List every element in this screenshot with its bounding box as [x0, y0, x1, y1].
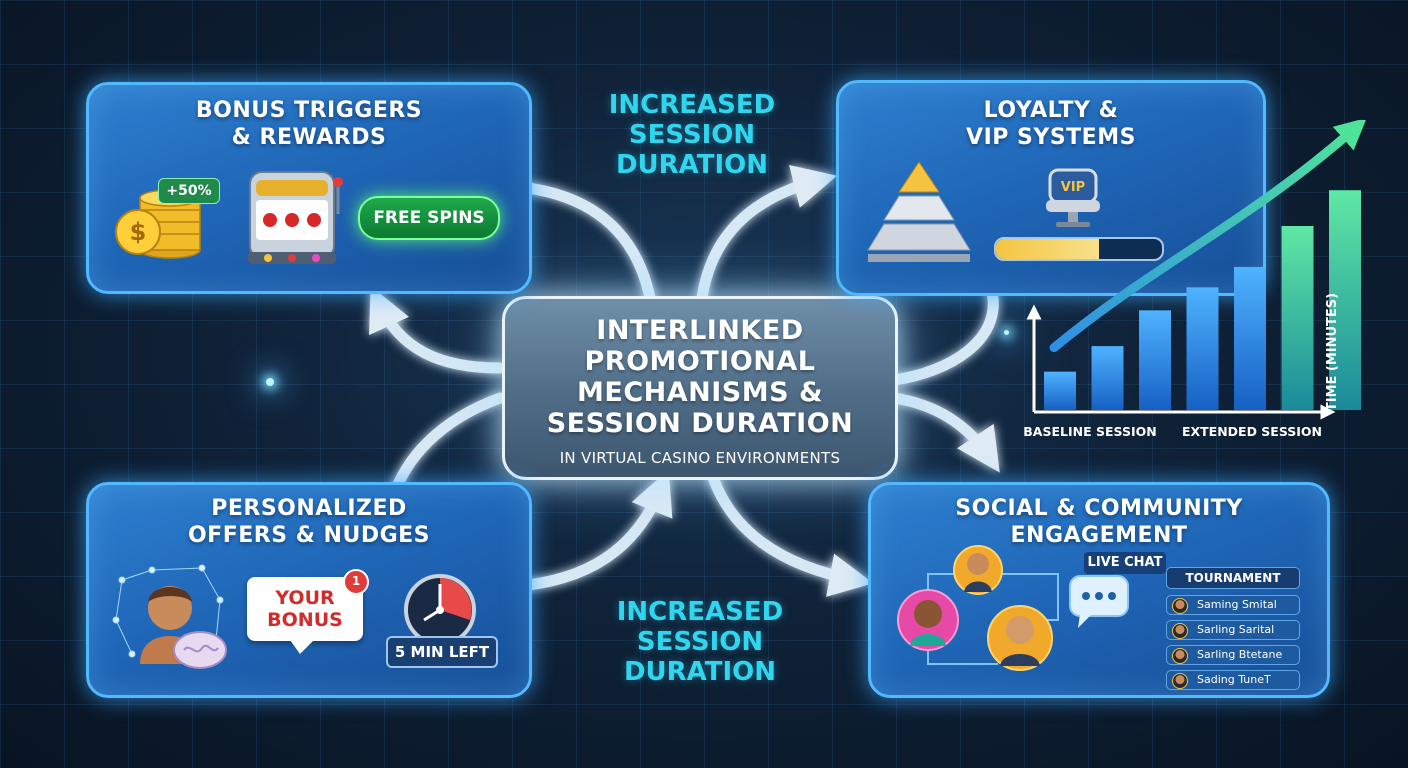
panel-title: PERSONALIZED OFFERS & NUDGES: [187, 496, 431, 548]
tournament-title: TOURNAMENT: [1166, 567, 1300, 589]
center-title-box: INTERLINKED PROMOTIONAL MECHANISMS & SES…: [502, 296, 898, 480]
flow-arrow: [706, 468, 874, 597]
center-title-line: SESSION DURATION: [546, 408, 854, 439]
flow-arrow: [888, 286, 999, 386]
pyramid-icon: [867, 161, 971, 262]
flow-arrow: [522, 182, 656, 304]
vip-label: VIP: [1061, 180, 1085, 195]
center-subtitle: IN VIRTUAL CASINO ENVIRONMENTS: [559, 449, 841, 467]
x-label-baseline: BASELINE SESSION: [1023, 424, 1156, 439]
tournament-board: TOURNAMENT Saming Smital Sarling Sarital…: [1166, 567, 1300, 690]
speech-tail-icon: [290, 640, 314, 654]
session-duration-chart: TIME (MINUTES) BASELINE SESSION EXTENDED…: [1023, 120, 1367, 439]
chart-bar: [1044, 371, 1076, 410]
svg-text:$: $: [130, 218, 147, 246]
community-avatars-icon: [897, 545, 1059, 671]
avatar: [1172, 648, 1188, 664]
y-axis-label: TIME (MINUTES): [1325, 293, 1340, 411]
tournament-row: Sarling Btetane: [1166, 645, 1300, 665]
trend-arrow: [1049, 120, 1367, 353]
bonus-percent-tag: +50%: [158, 178, 220, 204]
stopwatch-icon: [404, 574, 476, 646]
chat-bubble-icon: [1069, 575, 1129, 628]
tournament-row: Sading TuneT: [1166, 670, 1300, 690]
panel-title: SOCIAL & COMMUNITY ENGAGEMENT: [955, 496, 1243, 548]
vip-progress-bar: [994, 237, 1164, 261]
center-title-line: PROMOTIONAL: [584, 346, 816, 377]
chart-bar: [1186, 287, 1219, 410]
flow-arrow: [522, 469, 673, 591]
chart-bar: [1281, 226, 1314, 410]
flow-arrow: [369, 286, 506, 374]
chart-bar: [1329, 190, 1361, 410]
flow-arrow: [888, 392, 1000, 473]
live-chat-label: LIVE CHAT: [1084, 552, 1166, 574]
center-title-line: INTERLINKED: [596, 315, 804, 346]
flow-label-top: INCREASED SESSION DURATION: [608, 90, 776, 180]
free-spins-badge: FREE SPINS: [358, 196, 500, 240]
panel-title: LOYALTY & VIP SYSTEMS: [966, 98, 1136, 150]
tournament-row: Sarling Sarital: [1166, 620, 1300, 640]
avatar: [1172, 598, 1188, 614]
glow-spark: [266, 378, 274, 386]
chart-bar: [1139, 310, 1171, 410]
center-title: INTERLINKED PROMOTIONAL MECHANISMS & SES…: [505, 299, 895, 439]
user-brain-icon: [112, 564, 227, 669]
chart-bar: [1234, 266, 1266, 410]
tournament-row: Saming Smital: [1166, 595, 1300, 615]
x-label-extended: EXTENDED SESSION: [1182, 424, 1322, 439]
chart-bar: [1091, 346, 1124, 410]
slot-machine-icon: [248, 171, 343, 264]
vip-chair-icon: VIP: [1046, 168, 1100, 227]
panel-title: BONUS TRIGGERS & REWARDS: [195, 98, 423, 150]
flow-label-bottom: INCREASED SESSION DURATION: [616, 597, 784, 687]
center-title-line: MECHANISMS &: [577, 377, 823, 408]
avatar: [1172, 673, 1188, 689]
vip-progress-fill: [996, 239, 1099, 259]
notification-badge: 1: [343, 569, 369, 595]
avatar: [1172, 623, 1188, 639]
glow-spark: [1004, 330, 1009, 335]
timer-label: 5 MIN LEFT: [386, 636, 498, 668]
flow-arrow: [696, 165, 838, 304]
